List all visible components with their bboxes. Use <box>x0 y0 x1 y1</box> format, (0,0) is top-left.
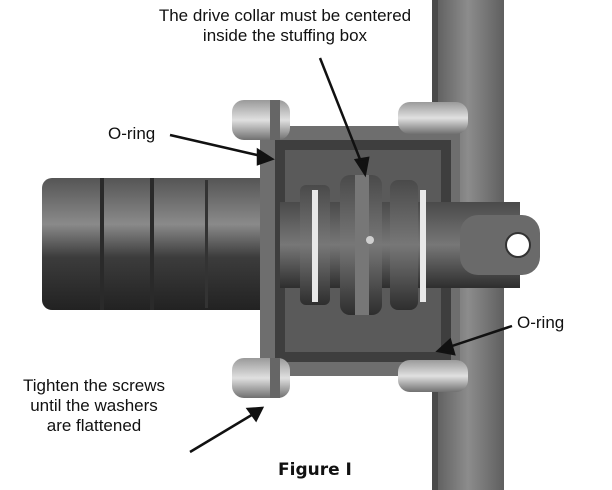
screw-top-right <box>398 102 468 134</box>
screws-callout: Tighten the screws until the washers are… <box>4 376 184 436</box>
screws-arrow <box>189 408 261 454</box>
oring-right-label: O-ring <box>517 313 565 332</box>
oring-left-label: O-ring <box>108 124 156 143</box>
oring-left-arrowhead <box>256 147 275 166</box>
drive-collar-arrow <box>318 57 367 173</box>
screws-callout-line-3: are flattened <box>46 416 142 435</box>
drive-collar-callout: The drive collar must be centered inside… <box>110 6 460 46</box>
screw-bottom-right <box>398 360 468 392</box>
screws-arrowhead <box>245 406 265 423</box>
screws-callout-line-1: Tighten the screws <box>22 376 166 395</box>
drive-collar-callout-line-2: inside the stuffing box <box>202 26 368 45</box>
shaft-clevis <box>460 215 540 275</box>
oring-right-arrowhead <box>435 337 456 356</box>
oring-left-arrow <box>169 133 271 160</box>
figure-caption: Figure I <box>278 460 352 480</box>
drive-collar-callout-line-1: The drive collar must be centered <box>158 6 412 25</box>
screw-bottom-left <box>232 358 290 398</box>
screws-callout-line-2: until the washers <box>30 396 158 415</box>
drive-collar-arrowhead <box>353 156 370 178</box>
motor-shaft-cylinder <box>42 178 272 310</box>
screw-top-left <box>232 100 290 140</box>
